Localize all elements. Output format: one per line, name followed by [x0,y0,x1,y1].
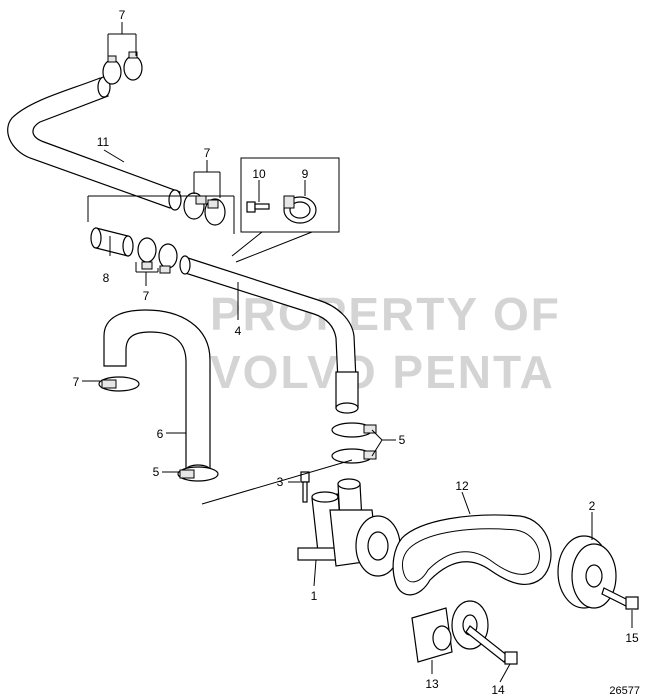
hose-6 [103,309,211,476]
clamp-pair-middle [183,192,226,226]
clamp-pair-5-right [331,422,377,464]
callout-7-top: 7 [119,8,126,22]
callout-10: 10 [252,167,266,181]
callout-12: 12 [455,479,469,493]
watermark: PROPERTY OF VOLVO PENTA [210,288,559,398]
bolt-10 [246,201,270,213]
inset-box [240,157,340,233]
callout-6: 6 [157,427,164,441]
callout-7-left: 7 [73,375,80,389]
callouts: 7 11 7 10 9 8 7 4 7 6 5 5 3 12 2 1 15 13… [73,8,639,697]
callout-9: 9 [302,167,309,181]
inset-pointer [231,231,313,263]
leader-lines [82,22,633,683]
bolt-14 [465,625,518,665]
hose-11 [7,76,182,211]
watermark-line2: VOLVO PENTA [210,346,555,398]
figure-number: 26577 [609,685,640,697]
callout-1: 1 [311,589,318,603]
callout-5-left: 5 [153,465,160,479]
clip-9 [283,195,317,224]
callout-3: 3 [277,475,284,489]
belt-12 [392,514,552,596]
clamp-5-left [177,466,219,482]
hose-4 [179,255,359,414]
callout-8: 8 [103,271,110,285]
callout-2: 2 [589,499,596,513]
callout-13: 13 [425,677,439,691]
adapter-8 [90,227,134,257]
callout-5-right: 5 [399,433,406,447]
clamp-left [98,376,140,392]
clamp-pair-top [102,51,143,85]
callout-14: 14 [491,683,505,697]
bolt-15 [601,587,639,610]
callout-15: 15 [625,631,639,645]
bolt-3 [300,471,310,503]
clamp-pair-lower [137,237,178,274]
callout-4: 4 [235,324,242,338]
callout-7-low: 7 [143,289,150,303]
pump-1 [297,478,401,577]
callout-7-mid: 7 [204,146,211,160]
callout-11: 11 [97,135,110,149]
